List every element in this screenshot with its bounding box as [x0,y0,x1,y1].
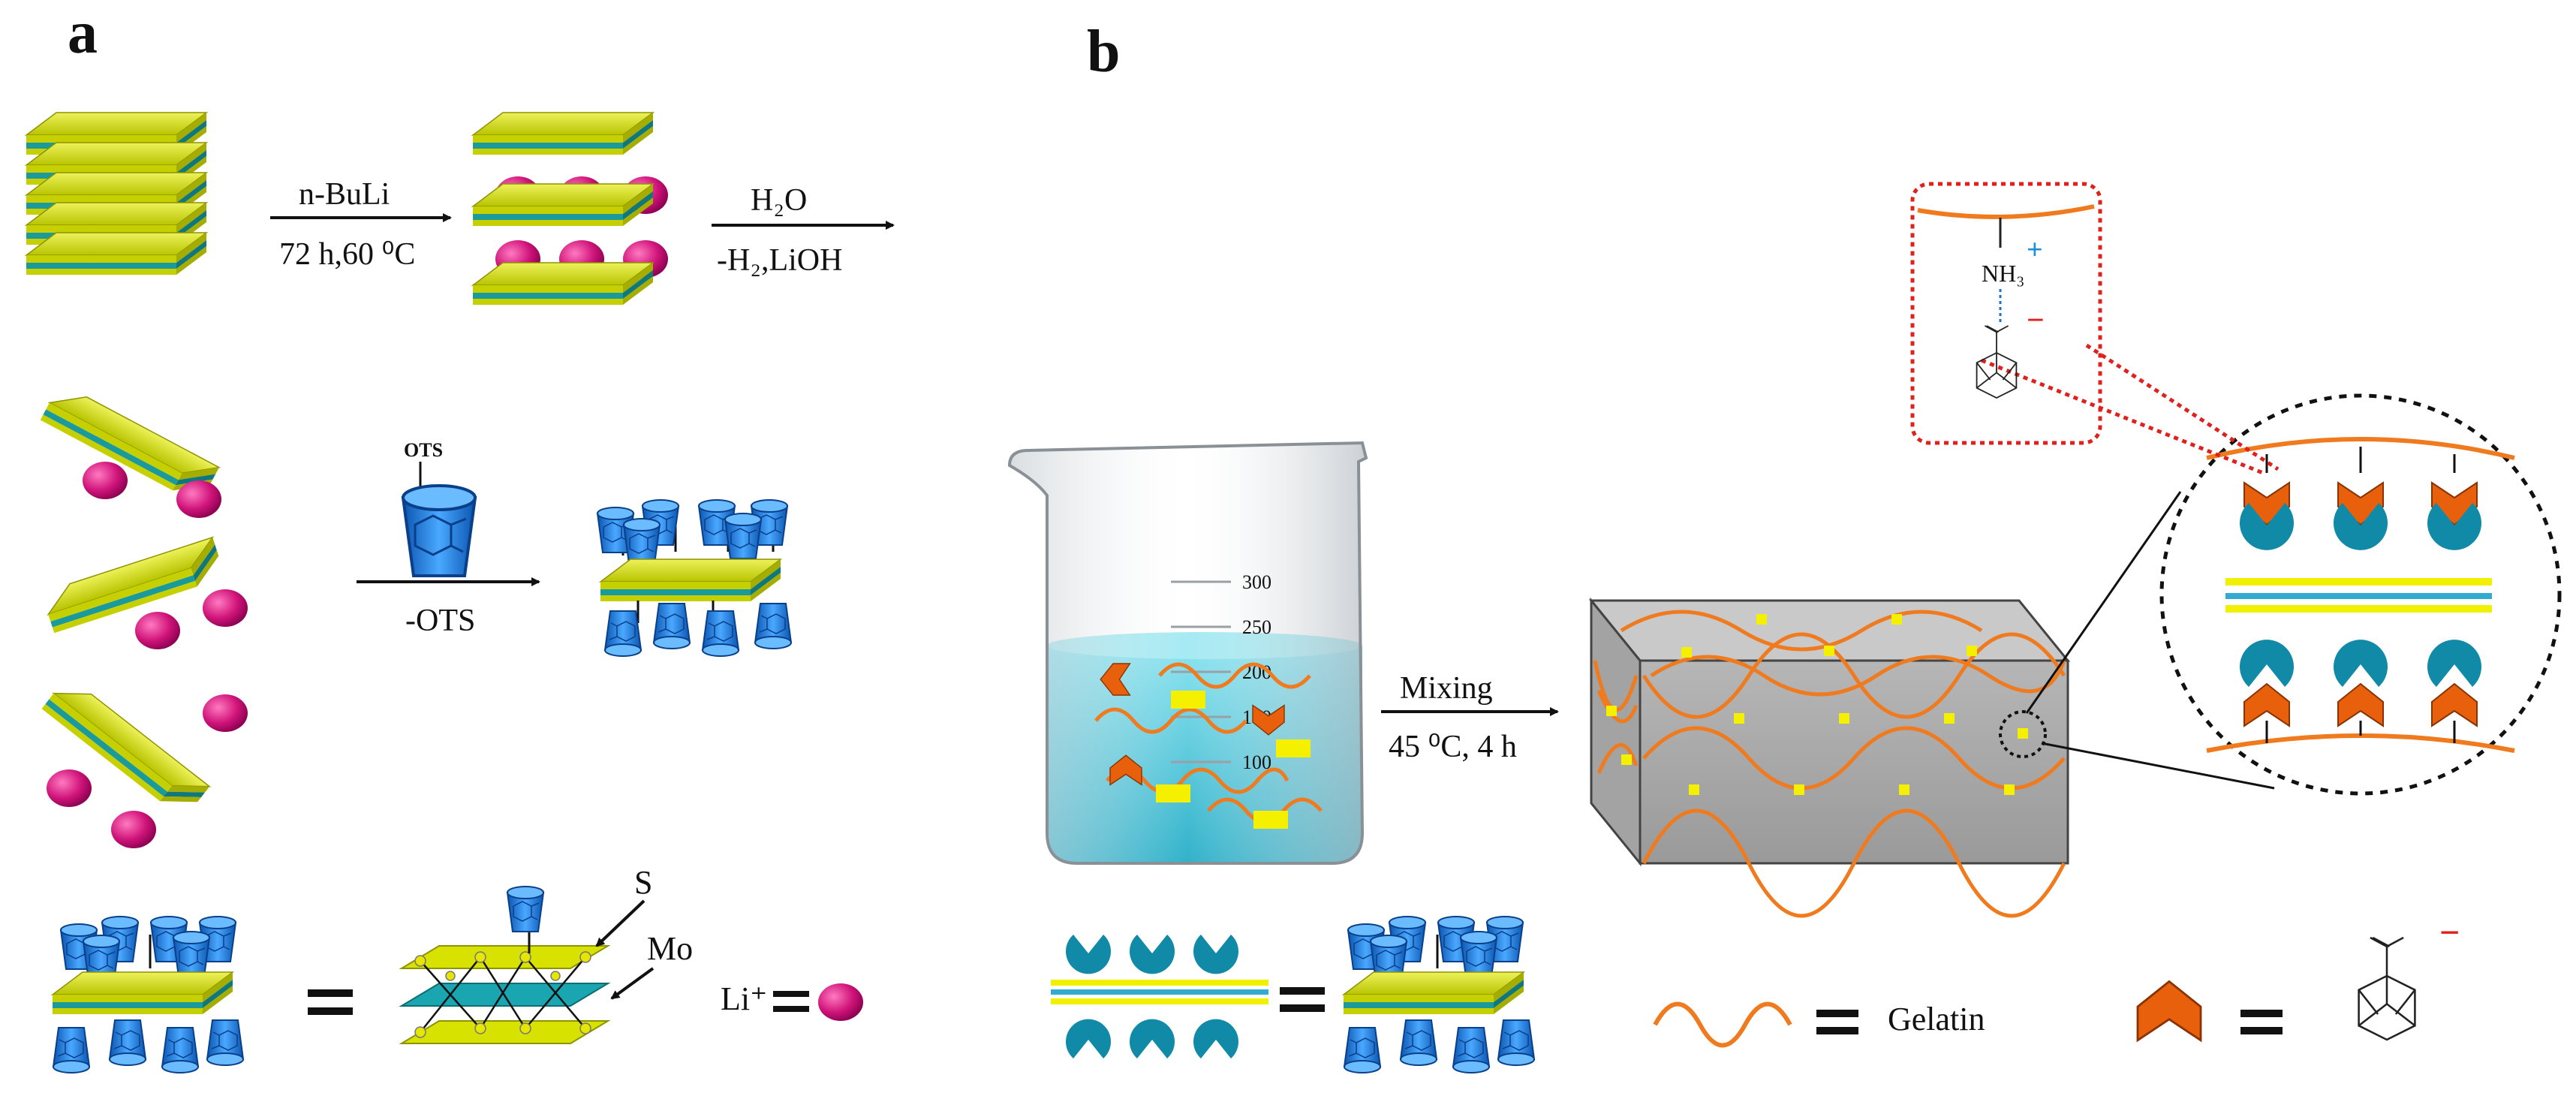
cd-sheet-legend [52,916,244,1073]
molybdenum-pointer [610,967,655,1000]
carboxylate-charge: − [2439,913,2460,953]
beaker-tick-300: 300 [1242,571,1271,593]
exfoliated-sheets [39,382,248,848]
cd-sheet-legend-b [1343,916,1535,1073]
step3-bottom-label: -OTS [405,604,475,638]
adamantane-carboxylate-structure [2358,936,2416,1041]
equals-sign-b2 [1816,1010,1858,1034]
bulk-mos2-stack [26,112,207,276]
sulfur-label: S [634,864,652,901]
gelatin-legend-label: Gelatin [1888,1001,1985,1037]
mixing-label: Mixing [1400,671,1493,706]
zoom-origin-circle [1999,710,2047,758]
plus-charge: + [2027,234,2043,266]
cd-functionalized-sheet [597,499,792,657]
beaker-tick-250: 250 [1242,616,1271,638]
li-ion-icon [818,983,863,1021]
mixing-conditions: 45 ⁰C, 4 h [1389,730,1517,764]
step2-top-label: H₂O [751,183,807,218]
adamantane-chevron-icon [2136,980,2202,1042]
molybdenum-label: Mo [647,930,693,967]
li-equals-sign [773,991,809,1012]
cyclodextrin-icon [402,484,477,577]
panel-a-letter: a [68,0,98,66]
equals-sign-b3 [2240,1010,2283,1034]
equals-sign [308,989,353,1015]
amine-label: NH₃ [1982,260,2024,287]
gelatin-wave-icon [1653,1001,1792,1048]
ots-label: OTS [404,439,443,461]
panel-b-letter: b [1087,19,1121,85]
minus-charge: − [2027,303,2045,338]
receptor-sheet-legend [1051,935,1268,1058]
equals-sign-b1 [1280,987,1325,1012]
intercalated-stack [472,112,668,306]
interaction-inset: NH₃ + − [1910,182,2280,475]
step2-bottom-label: -H₂,LiOH [717,243,842,278]
step1-top-label: n-BuLi [299,177,390,212]
crosslink-zoom [2159,393,2562,796]
mos2-crystal-structure [399,886,611,1044]
beaker: 300 250 200 150 100 [1007,441,1368,865]
li-ion-label: Li⁺ [721,980,767,1017]
beaker-tick-100: 100 [1242,751,1271,773]
step1-bottom-label: 72 h,60 ⁰C [279,237,415,272]
sulfur-pointer [595,899,646,947]
hydrogel-block [1588,597,2071,918]
